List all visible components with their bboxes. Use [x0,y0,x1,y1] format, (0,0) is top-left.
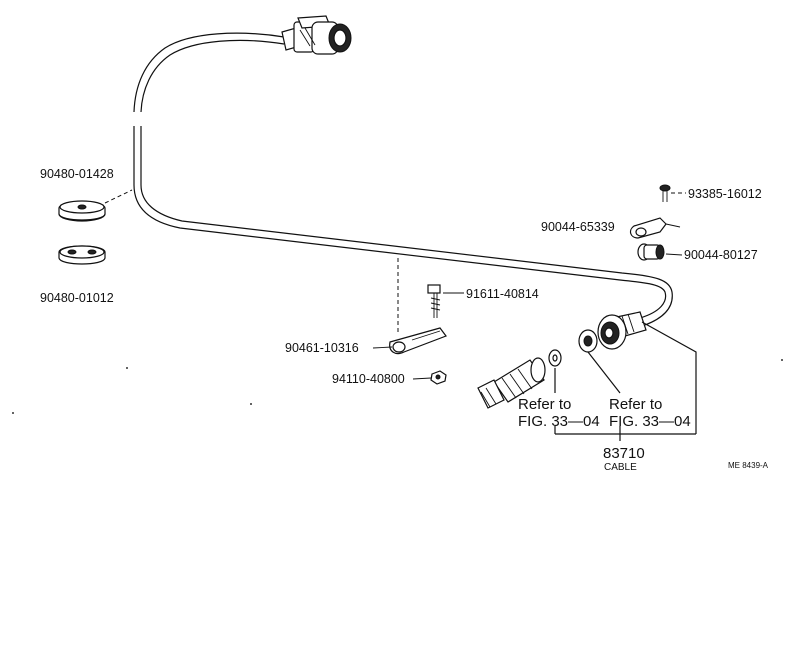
label-90480-01012: 90480-01012 [40,291,114,305]
grommet-90480-01012 [58,245,106,265]
refer-bracket [554,321,697,441]
nut-94110-40800 [430,370,447,385]
label-90044-65339: 90044-65339 [541,220,615,234]
label-90461-10316: 90461-10316 [285,341,359,355]
cable-part-number: 83710 [603,445,645,462]
cable-meter-connector [597,311,647,350]
screw-93385-16012 [659,184,686,202]
cable-top-connector [281,15,352,55]
refer-left-line2: FIG. 33—04 [518,413,600,430]
figure-code: ME 8439-A [728,461,769,470]
driven-gear-sleeve [477,357,546,409]
bolt-91611-40814 [427,284,464,318]
label-93385-16012: 93385-16012 [688,187,762,201]
clip-90044-65339 [629,217,681,239]
speedometer-cable [133,32,673,326]
label-90044-80127: 90044-80127 [684,248,758,262]
refer-left-line1: Refer to [518,396,571,413]
grommet-90044-80127 [637,243,665,261]
refer-right-line1: Refer to [609,396,662,413]
refer-right-line2: FIG. 33—04 [609,413,691,430]
label-91611-40814: 91611-40814 [466,287,539,301]
grommet-90480-01428 [58,189,133,222]
label-90480-01428: 90480-01428 [40,167,114,181]
cable-washers [548,329,598,367]
label-94110-40800: 94110-40800 [332,372,405,386]
clamp-90461-10316 [389,258,447,355]
cable-part-name: CABLE [604,462,637,473]
